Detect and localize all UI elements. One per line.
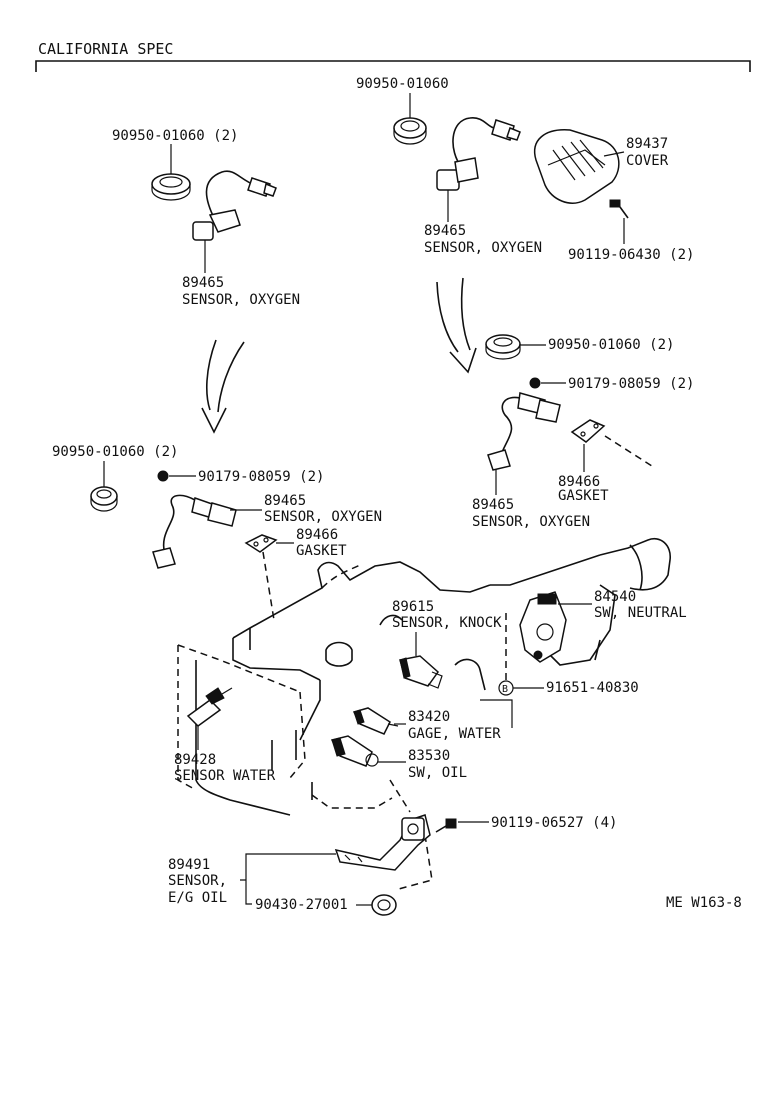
- gasket-left-number: 89466: [296, 527, 338, 543]
- bolt-b-marker: B: [502, 684, 508, 695]
- oil-switch-name: SW, OIL: [408, 765, 467, 781]
- screw-icon: [609, 199, 629, 219]
- grommet-icon: [90, 486, 118, 512]
- screw-icon: [435, 818, 457, 833]
- arrow-down-icon: [436, 277, 477, 374]
- engine-block-outline: [177, 538, 671, 891]
- oxygen-sensor-icon: [192, 170, 277, 241]
- knock-name: SENSOR, KNOCK: [392, 615, 502, 631]
- water-sensor-icon: [186, 687, 233, 727]
- oxygen-sensor-icon: [487, 392, 561, 471]
- nut-right-label: 90179-08059 (2): [568, 376, 694, 392]
- water-sensor-number: 89428: [174, 752, 216, 768]
- oil-switch-number: 83530: [408, 748, 450, 764]
- cover-number: 89437: [626, 136, 668, 152]
- cover-name: COVER: [626, 153, 669, 169]
- sensor-left2-name: SENSOR, OXYGEN: [264, 509, 382, 525]
- gasket-left-name: GASKET: [296, 543, 347, 559]
- nut-left-label: 90179-08059 (2): [198, 469, 324, 485]
- knock-number: 89615: [392, 599, 434, 615]
- water-gage-name: GAGE, WATER: [408, 726, 501, 742]
- grommet-top-label: 90950-01060: [356, 76, 449, 92]
- gasket-icon: [570, 419, 606, 443]
- eg-oil-name-2: E/G OIL: [168, 890, 227, 906]
- sensor-left-number: 89465: [182, 275, 224, 291]
- bolt-b-label: 91651-40830: [546, 680, 639, 696]
- oil-switch-icon: [330, 735, 379, 767]
- gasket-icon: [244, 534, 278, 553]
- sensor-left2-number: 89465: [264, 493, 306, 509]
- knock-sensor-icon: [399, 655, 443, 689]
- arrow-down-icon: [201, 339, 245, 434]
- nut-icon: [529, 377, 541, 389]
- grommet-left-label: 90950-01060 (2): [112, 128, 238, 144]
- gasket-right-name: GASKET: [558, 488, 609, 504]
- leader-eg-oil: [240, 853, 336, 905]
- water-gage-icon: [352, 707, 399, 735]
- eg-oil-number: 89491: [168, 857, 210, 873]
- neutral-name: SW, NEUTRAL: [594, 605, 687, 621]
- grommet-icon: [485, 334, 521, 360]
- screw-oil-label: 90119-06527 (4): [491, 815, 617, 831]
- sensor-right-name: SENSOR, OXYGEN: [424, 240, 542, 256]
- neutral-switch-icon: [519, 591, 567, 663]
- figure-code: ME W163-8: [666, 895, 742, 911]
- bolt-b-bracket: [480, 699, 513, 728]
- sensor-left-name: SENSOR, OXYGEN: [182, 292, 300, 308]
- water-gage-number: 83420: [408, 709, 450, 725]
- sensor-right2-name: SENSOR, OXYGEN: [472, 514, 590, 530]
- gasket-right-number: 89466: [558, 474, 600, 490]
- dash-gasket-left: [262, 551, 275, 621]
- grommet-icon: [393, 117, 427, 145]
- neutral-number: 84540: [594, 589, 636, 605]
- nut-icon: [157, 470, 169, 482]
- oxygen-sensor-icon: [436, 117, 521, 191]
- grommet-icon: [151, 173, 191, 201]
- water-sensor-name: SENSOR WATER: [174, 768, 276, 784]
- header-bracket: [35, 60, 751, 72]
- oring-label: 90430-27001: [255, 897, 348, 913]
- screw-cover-label: 90119-06430 (2): [568, 247, 694, 263]
- oil-sensor-icon: [334, 814, 431, 871]
- cover-icon: [534, 129, 620, 204]
- oxygen-sensor-icon: [152, 494, 237, 569]
- sensor-right-number: 89465: [424, 223, 466, 239]
- sensor-right2-number: 89465: [472, 497, 514, 513]
- o-ring-icon: [371, 894, 397, 916]
- grommet-left2-label: 90950-01060 (2): [52, 444, 178, 460]
- eg-oil-name-1: SENSOR,: [168, 873, 227, 889]
- grommet-right2-label: 90950-01060 (2): [548, 337, 674, 353]
- leader-cover: [603, 151, 625, 157]
- dash-gasket-right: [604, 435, 656, 469]
- header-title: CALIFORNIA SPEC: [38, 40, 173, 58]
